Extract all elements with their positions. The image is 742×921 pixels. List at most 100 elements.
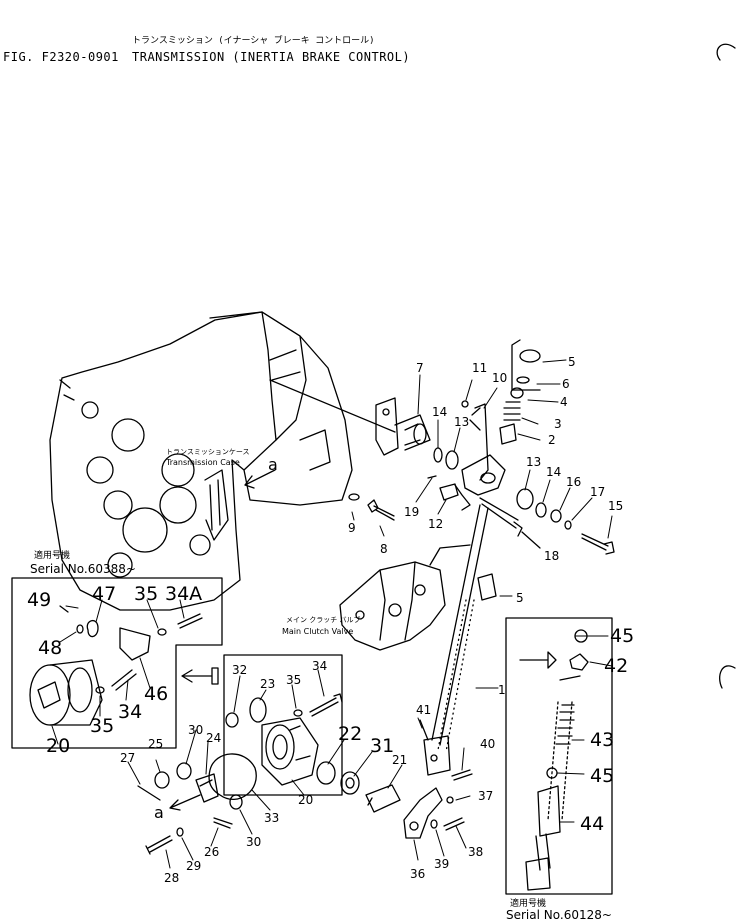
left-detail-arrow bbox=[181, 667, 219, 685]
callout-35-box: 35 bbox=[134, 583, 158, 605]
callout-39: 39 bbox=[434, 857, 449, 871]
callout-14-right: 14 bbox=[546, 465, 561, 479]
left-detail-box bbox=[11, 577, 223, 749]
callout-13-right: 13 bbox=[526, 455, 541, 469]
callout-19: 19 bbox=[404, 505, 419, 519]
bolt-8 bbox=[367, 499, 395, 521]
leader-18 bbox=[521, 531, 541, 549]
callout-35-mid: 35 bbox=[286, 673, 301, 687]
callout-41: 41 bbox=[416, 703, 431, 717]
lever-assembly bbox=[427, 403, 506, 511]
bush-25 bbox=[154, 771, 170, 789]
callout-47: 47 bbox=[92, 583, 116, 605]
callout-2: 2 bbox=[548, 433, 556, 447]
right-detail-arrow bbox=[519, 651, 557, 669]
case-leader-line bbox=[269, 379, 396, 433]
key-27 bbox=[137, 785, 161, 801]
callout-20-box: 20 bbox=[46, 735, 70, 757]
nut-11 bbox=[461, 400, 469, 408]
callout-44: 44 bbox=[580, 813, 604, 835]
pump-body-center bbox=[261, 717, 319, 786]
main-clutch-valve-jp: メイン クラッチ バルブ bbox=[286, 615, 360, 624]
callout-34-mid: 34 bbox=[312, 659, 327, 673]
callout-15: 15 bbox=[608, 499, 623, 513]
washer-14-right bbox=[535, 502, 547, 518]
gear-23 bbox=[249, 697, 267, 723]
bolt-40 bbox=[451, 769, 473, 781]
applicable-label-right: 適用号機 bbox=[510, 897, 546, 909]
bolt-26 bbox=[213, 817, 233, 829]
washer-14-left bbox=[433, 447, 443, 463]
callout-6: 6 bbox=[562, 377, 570, 391]
shaft-24 bbox=[195, 773, 219, 803]
collar-22 bbox=[316, 761, 336, 785]
callout-36: 36 bbox=[410, 867, 425, 881]
callout-38: 38 bbox=[468, 845, 483, 859]
main-clutch-valve-en: Main Clutch Valve bbox=[282, 627, 353, 636]
callout-18: 18 bbox=[544, 549, 559, 563]
view-marker-upper: a bbox=[268, 455, 278, 474]
washer-35-box bbox=[157, 628, 167, 636]
callout-46: 46 bbox=[144, 683, 168, 705]
callout-49: 49 bbox=[27, 589, 51, 611]
cylinder-assembly bbox=[525, 629, 589, 891]
callout-28: 28 bbox=[164, 871, 179, 885]
washer-37 bbox=[446, 796, 454, 804]
callout-21: 21 bbox=[392, 753, 407, 767]
callout-10: 10 bbox=[492, 371, 507, 385]
view-a-arrow bbox=[244, 469, 276, 489]
transmission-case-jp: トランスミッションケース bbox=[166, 448, 250, 456]
spring-assembly bbox=[499, 339, 541, 445]
callout-3: 3 bbox=[554, 417, 562, 431]
callout-29: 29 bbox=[186, 859, 201, 873]
pump-assembly-left bbox=[29, 659, 103, 726]
view-a-lower-arrow bbox=[169, 794, 201, 811]
washer-13-left bbox=[445, 450, 459, 470]
serial-label-left: Serial No.60388~ bbox=[30, 562, 136, 576]
washer-17 bbox=[564, 520, 572, 530]
callout-17: 17 bbox=[590, 485, 605, 499]
callout-43: 43 bbox=[590, 729, 614, 751]
bolt-28 bbox=[145, 835, 173, 855]
callout-12: 12 bbox=[428, 517, 443, 531]
applicable-label-left: 適用号機 bbox=[34, 549, 70, 561]
callout-23: 23 bbox=[260, 677, 275, 691]
washer-9 bbox=[348, 493, 360, 501]
callout-4: 4 bbox=[560, 395, 568, 409]
binder-hole-top bbox=[716, 43, 736, 61]
callout-32: 32 bbox=[232, 663, 247, 677]
pin-41 bbox=[419, 719, 429, 741]
callout-35-lower: 35 bbox=[90, 715, 114, 737]
washer-39 bbox=[430, 819, 438, 829]
seal-31 bbox=[340, 771, 360, 795]
bracket-46 bbox=[119, 627, 151, 661]
bracket bbox=[375, 397, 431, 456]
middle-detail-box bbox=[223, 654, 343, 796]
figure-id: FIG. F2320-0901 bbox=[3, 50, 119, 64]
callout-34A: 34A bbox=[165, 583, 202, 605]
lever-36 bbox=[403, 787, 443, 839]
leader-lines bbox=[51, 359, 613, 869]
washer-29 bbox=[176, 827, 184, 837]
washer-16 bbox=[550, 509, 562, 523]
view-marker-lower: a bbox=[154, 803, 164, 822]
washer-35-mid bbox=[293, 709, 303, 717]
ring-32 bbox=[225, 712, 239, 728]
washer-48 bbox=[76, 624, 84, 634]
callout-7: 7 bbox=[416, 361, 424, 375]
bolt-34-box bbox=[111, 669, 137, 691]
bolt-34a bbox=[177, 613, 203, 629]
shaft-21 bbox=[365, 784, 401, 813]
callout-5-top: 5 bbox=[568, 355, 576, 369]
callout-42: 42 bbox=[604, 655, 628, 677]
bolt-15 bbox=[581, 533, 615, 555]
callout-45-lower: 45 bbox=[590, 765, 614, 787]
callout-40: 40 bbox=[480, 737, 495, 751]
title-english: TRANSMISSION (INERTIA BRAKE CONTROL) bbox=[132, 50, 411, 64]
callout-31: 31 bbox=[370, 735, 394, 757]
callout-22: 22 bbox=[338, 723, 362, 745]
callout-26: 26 bbox=[204, 845, 219, 859]
transmission-case-en: Transmission Case bbox=[165, 458, 240, 467]
callout-48: 48 bbox=[38, 637, 62, 659]
